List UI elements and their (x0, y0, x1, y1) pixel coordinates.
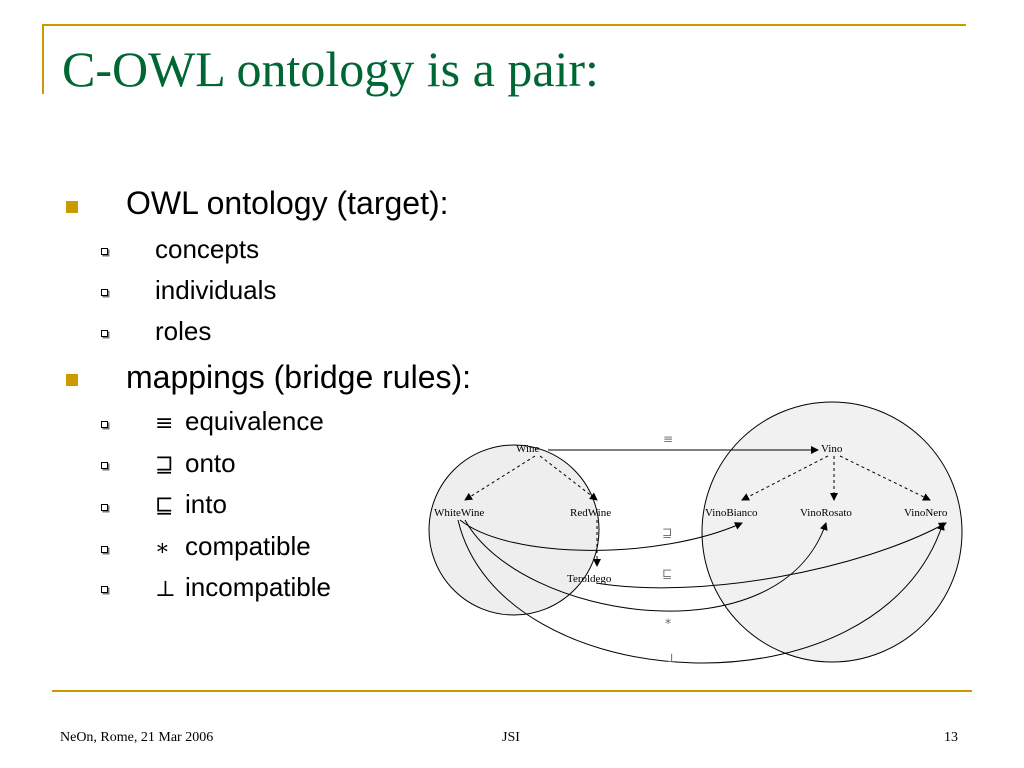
footer-org: JSI (502, 730, 520, 745)
sub-bullet-marker (101, 462, 108, 469)
bullet-marker (66, 374, 78, 386)
onto-symbol: ⊒ (155, 453, 174, 478)
footer-divider (52, 690, 972, 692)
bullet-mappings: mappings (bridge rules): (126, 359, 472, 395)
slide-title: C-OWL ontology is a pair: (62, 41, 599, 97)
node-vinonero: VinoNero (904, 507, 948, 519)
item-individuals: individuals (155, 275, 277, 305)
right-ontology-circle (701, 401, 963, 663)
item-onto: ⊒ onto (155, 448, 236, 479)
node-vino: Vino (821, 443, 843, 455)
equivalence-symbol: ≡ (155, 411, 174, 436)
sub-bullet-marker (101, 248, 108, 255)
node-wine: Wine (516, 443, 539, 455)
item-compatible: ∗ compatible (155, 531, 311, 562)
compatible-label: compatible (185, 531, 311, 561)
node-redwine: RedWine (570, 507, 611, 519)
edge-wine-whitewine (464, 455, 536, 501)
label-incompatible: ⊥ (666, 651, 677, 665)
edge-wine-redwine (539, 455, 598, 501)
bridge-into (595, 522, 947, 589)
sub-bullet-marker (101, 546, 108, 553)
item-roles: roles (155, 316, 212, 346)
into-symbol: ⊑ (155, 494, 174, 519)
bullet-marker (66, 201, 78, 213)
sub-bullet-marker (101, 289, 108, 296)
node-vinorosato: VinoRosato (800, 507, 852, 519)
label-into: ⊑ (662, 567, 672, 581)
into-label: into (185, 489, 227, 519)
bridge-compatible (464, 519, 828, 612)
incompatible-label: incompatible (185, 572, 331, 602)
compatible-symbol: ∗ (155, 536, 170, 561)
edge-vino-vinonero (839, 455, 931, 501)
edge-vino-vinobianco (741, 455, 829, 501)
item-into: ⊑ into (155, 489, 227, 520)
footer-event: NeOn, Rome, 21 Mar 2006 (60, 730, 214, 745)
label-compatible: ∗ (664, 614, 672, 628)
left-ontology-circle (428, 444, 600, 616)
frame-left-line (42, 24, 44, 94)
page-number: 13 (944, 730, 958, 745)
sub-bullet-marker (101, 586, 108, 593)
onto-label: onto (185, 448, 236, 478)
node-vinobianco: VinoBianco (705, 507, 758, 519)
node-whitewine: WhiteWine (434, 507, 484, 519)
item-incompatible: ⊥ incompatible (155, 572, 331, 603)
bullet-owl-ontology: OWL ontology (target): (126, 185, 449, 221)
equivalence-label: equivalence (185, 406, 324, 436)
bridge-onto (459, 519, 743, 551)
bridge-incompatible (457, 519, 945, 664)
node-teroldego: Teroldego (567, 573, 612, 585)
sub-bullet-marker (101, 421, 108, 428)
sub-bullet-marker (101, 330, 108, 337)
item-concepts: concepts (155, 234, 260, 264)
label-equivalence: ≡ (663, 432, 673, 446)
item-equivalence: ≡ equivalence (155, 406, 324, 437)
sub-bullet-marker (101, 504, 108, 511)
frame-top-line (42, 24, 966, 26)
label-onto: ⊒ (662, 526, 672, 540)
incompatible-symbol: ⊥ (155, 577, 176, 602)
